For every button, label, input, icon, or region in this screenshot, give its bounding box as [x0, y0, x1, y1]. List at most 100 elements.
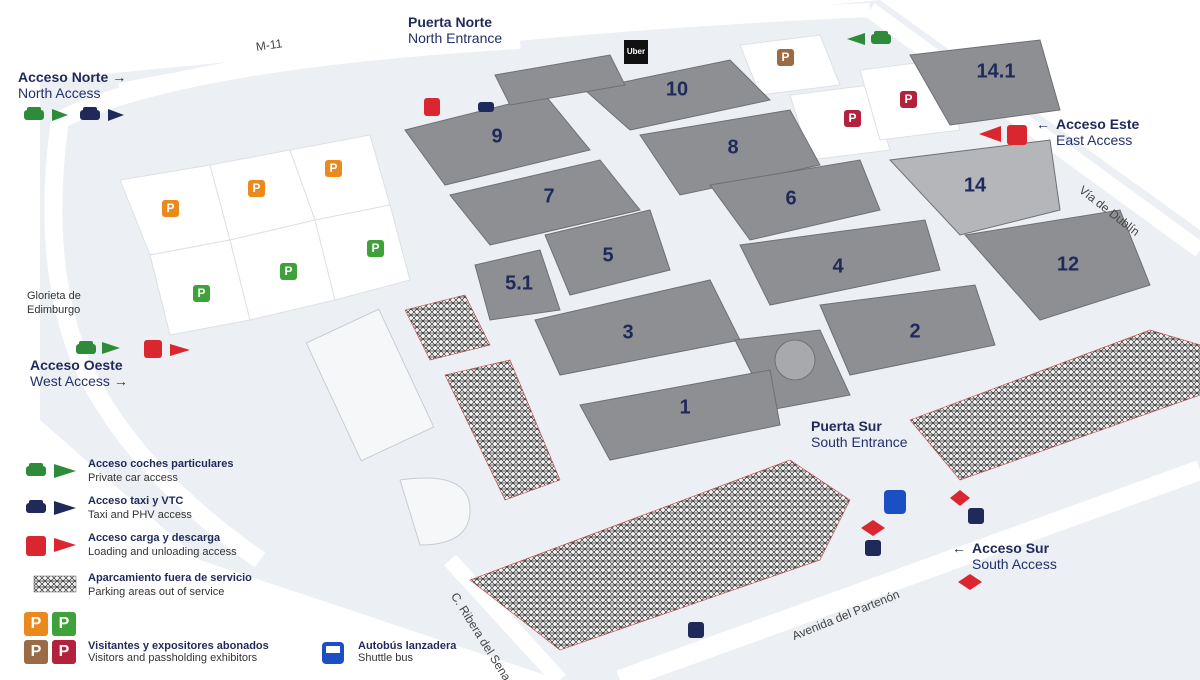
hall-14-1-label: 14.1	[976, 60, 1016, 83]
north-gate-icons	[424, 98, 494, 116]
legend-out-of-service: Aparcamiento fuera de servicio Parking a…	[24, 572, 294, 602]
red-flag-icon	[170, 344, 190, 356]
hall-6-label: 6	[785, 187, 797, 210]
car-icon	[26, 463, 76, 478]
arrow-left-icon: ←	[952, 540, 966, 556]
parking-icon: P	[777, 49, 794, 66]
dublin-road	[865, 3, 1200, 257]
taxi-icon	[80, 107, 100, 120]
east-access-es: Acceso Este	[1056, 116, 1140, 132]
parking-icon: P	[325, 160, 342, 177]
legend-parking-badges: P P P P	[24, 612, 76, 666]
legend-shuttle: Autobús lanzadera Shuttle bus	[358, 640, 456, 664]
hall-2-label: 2	[909, 320, 921, 343]
bus-icon	[968, 508, 984, 524]
legend-taxi-es: Acceso taxi y VTC	[88, 495, 184, 507]
sena-road	[444, 554, 566, 680]
uber-icon: Uber	[624, 40, 648, 64]
legend-shuttle-es: Autobús lanzadera	[358, 640, 457, 652]
bus-icon	[865, 540, 881, 556]
north-access-es: Acceso Norte	[18, 69, 109, 85]
metro-icon	[950, 490, 970, 506]
truck-icon	[26, 536, 76, 556]
hall-9-label: 9	[491, 125, 503, 148]
legend-car: Acceso coches particulares Private car a…	[24, 458, 294, 488]
navy-flag-icon	[108, 109, 124, 121]
south-access-label: ←Acceso Sur South Access	[952, 540, 1057, 572]
arrow-right-icon: →	[112, 69, 127, 85]
hall-1-label: 1	[679, 396, 691, 419]
south-metro-icons	[861, 520, 885, 556]
north-access-en: North Access	[18, 85, 101, 102]
parking-icon: P	[844, 110, 861, 127]
south-gate-en: South Entrance	[811, 434, 908, 451]
south-access-es: Acceso Sur	[972, 540, 1050, 556]
west-access-label: Acceso Oeste West Access→	[30, 357, 128, 389]
green-flag-icon	[847, 33, 865, 45]
arrow-left-icon: ←	[1036, 116, 1050, 132]
truck-icon	[424, 98, 440, 116]
hatched-area-icon	[33, 575, 77, 593]
hall-7-label: 7	[543, 185, 555, 208]
legend-visitors-es: Visitantes y expositores abonados	[88, 640, 269, 652]
west-access-en: West Access	[30, 373, 110, 390]
parking-icon: P	[900, 91, 917, 108]
exhibition-halls	[404, 39, 1151, 461]
legend-loading-en: Loading and unloading access	[88, 546, 237, 558]
south-access-metro	[958, 574, 982, 590]
hall-10-label: 10	[665, 78, 689, 101]
bus-icon	[688, 622, 704, 638]
hall-14-label: 14	[963, 174, 987, 197]
north-gate-en: North Entrance	[408, 30, 503, 47]
north-gate-label: Puerta Norte North Entrance	[408, 14, 502, 46]
west-annex	[305, 308, 435, 462]
bus-icon	[884, 490, 906, 514]
north-access-label: Acceso Norte→ North Access	[18, 69, 126, 101]
glorieta-label: Glorieta de Edimburgo	[27, 289, 81, 318]
car-icon	[871, 31, 891, 44]
south-gate-label: Puerta Sur South Entrance	[811, 418, 908, 450]
hall-12-label: 12	[1056, 253, 1080, 276]
east-access-icons	[979, 125, 1027, 145]
east-access-label: ← Acceso Este East Access	[1036, 116, 1139, 148]
glorieta-line2: Edimburgo	[27, 304, 81, 317]
hall-5-label: 5	[602, 244, 614, 267]
legend-oos-en: Parking areas out of service	[88, 586, 225, 598]
legend-car-en: Private car access	[88, 472, 178, 484]
red-flag-icon	[979, 126, 1001, 142]
truck-icon	[144, 340, 162, 358]
taxi-icon	[478, 102, 494, 112]
north-access-icons	[24, 107, 124, 121]
north-gate-es: Puerta Norte	[408, 14, 493, 30]
parking-icon: P	[24, 612, 48, 636]
parking-icon: P	[193, 285, 210, 302]
parking-icon: P	[280, 263, 297, 280]
west-access-es: Acceso Oeste	[30, 357, 123, 373]
legend-shuttle-en: Shuttle bus	[358, 652, 414, 664]
taxi-icon	[26, 500, 76, 515]
legend-oos-es: Aparcamiento fuera de servicio	[88, 572, 252, 584]
south-loop	[399, 477, 471, 546]
hall-8-label: 8	[727, 136, 739, 159]
glorieta-line1: Glorieta de	[27, 290, 81, 302]
parking-icon: P	[367, 240, 384, 257]
hall-5-1-label: 5.1	[505, 272, 533, 295]
green-flag-icon	[52, 109, 68, 121]
partenon-road	[616, 460, 1200, 680]
parking-lots	[119, 34, 961, 336]
parking-icon: P	[24, 640, 48, 664]
south-parking-bus	[688, 622, 704, 638]
truck-icon	[1007, 125, 1027, 145]
south-gate-es: Puerta Sur	[811, 418, 882, 434]
east-access-en: East Access	[1056, 132, 1133, 149]
hall-3-label: 3	[622, 321, 634, 344]
legend-loading-es: Acceso carga y descarga	[88, 532, 221, 544]
metro-icon	[861, 520, 885, 536]
out-of-service-parking	[404, 294, 1200, 651]
hall-rotunda	[774, 339, 816, 381]
south-transport-icons	[884, 490, 984, 524]
legend-visitors: Visitantes y expositores abonados Visito…	[88, 640, 269, 664]
m11-road	[118, 3, 871, 97]
northeast-car-icons	[847, 31, 891, 45]
